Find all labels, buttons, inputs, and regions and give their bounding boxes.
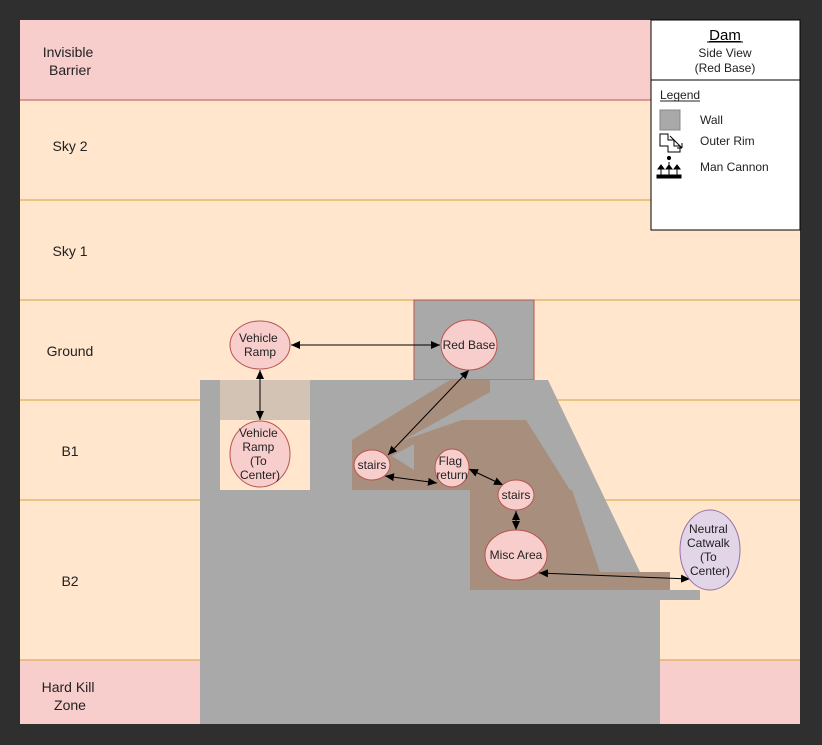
node-neutral-catwalk: Neutral Catwalk (To Center) — [679, 509, 741, 591]
band-label-ground: Ground — [47, 343, 94, 359]
svg-text:Misc Area: Misc Area — [490, 548, 543, 562]
diagram-title: Dam — [709, 27, 741, 44]
node-vehicle-ramp: Vehicle Ramp — [229, 320, 291, 370]
diagram-subtitle: Side View — [698, 46, 751, 60]
edge-misc-area-to-neutral-catwalk — [538, 569, 691, 583]
svg-text:Vehicle Ramp: Vehicle Ramp — [239, 331, 281, 359]
legend-label-man-cannon: Man Cannon — [700, 160, 769, 174]
title-legend-box: Dam Side View (Red Base) Legend Wall Out… — [650, 19, 801, 231]
svg-text:stairs: stairs — [358, 458, 387, 472]
legend-label-outer-rim: Outer Rim — [700, 134, 755, 148]
node-red-base: Red Base — [440, 319, 498, 371]
catwalk-ledge — [600, 590, 700, 600]
band-label-invisible-barrier: Invisible Barrier — [43, 44, 97, 78]
node-stairs-left: stairs — [353, 449, 391, 481]
band-label-b2: B2 — [61, 573, 78, 589]
svg-text:Neutral Catwalk: Neutral Catwalk (To Center) — [687, 522, 733, 578]
node-flag-return: Flag return — [434, 448, 470, 488]
svg-text:Flag return: Flag return — [436, 454, 467, 482]
diagram-team: (Red Base) — [695, 61, 756, 75]
outer-rim-stairs-icon — [659, 133, 683, 153]
vehicle-ramp-opening — [220, 380, 310, 420]
band-labels: Invisible Barrier Sky 2 Sky 1 Ground B1 … — [42, 44, 99, 713]
band-label-sky-1: Sky 1 — [52, 243, 87, 259]
location-nodes: Vehicle Ramp Red Base Vehicle Ramp (To C… — [229, 319, 741, 591]
band-label-b1: B1 — [61, 443, 78, 459]
node-vehicle-ramp-center: Vehicle Ramp (To Center) — [229, 420, 291, 488]
edge-stairs-to-flag-return — [384, 473, 438, 486]
svg-text:stairs: stairs — [502, 488, 531, 502]
wall-swatch-icon — [659, 109, 681, 131]
man-cannon-icon — [656, 155, 682, 179]
band-label-sky-2: Sky 2 — [52, 138, 87, 154]
legend-heading: Legend — [660, 88, 700, 102]
connections — [256, 341, 691, 583]
legend-label-wall: Wall — [700, 113, 723, 127]
edge-flag-return-to-stairs — [468, 468, 504, 486]
band-label-hard-kill-zone: Hard Kill Zone — [42, 679, 99, 713]
svg-text:Vehicle Ramp (: Vehicle Ramp (To Center) — [239, 426, 281, 482]
edge-red-base-to-stairs — [387, 369, 470, 456]
node-stairs-right: stairs — [497, 479, 535, 511]
node-misc-area: Misc Area — [484, 529, 548, 581]
svg-text:Red Base: Red Base — [443, 338, 496, 352]
